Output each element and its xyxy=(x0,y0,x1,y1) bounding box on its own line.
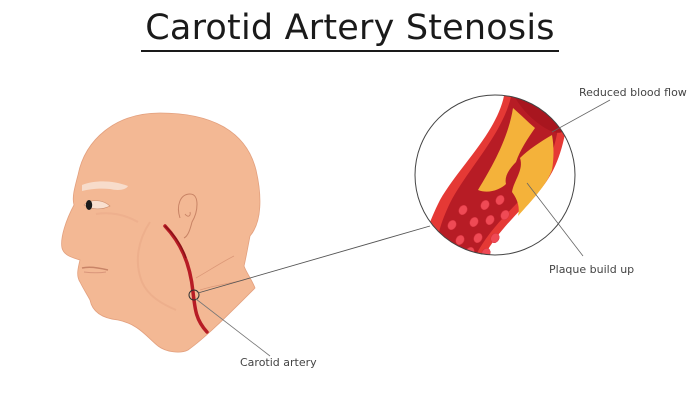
artery-location-marker xyxy=(188,289,200,301)
plaque-leader xyxy=(526,182,584,257)
diagram-title-text: Carotid Artery Stenosis xyxy=(141,8,559,52)
eye-icon xyxy=(85,200,93,210)
zoom-circle xyxy=(414,94,576,256)
label-plaque-build-up: Plaque build up xyxy=(549,263,635,276)
reduced-blood-flow-leader xyxy=(551,99,611,133)
carotid-artery-leader-line xyxy=(195,298,271,357)
diagram-title: Carotid Artery Stenosis xyxy=(0,8,700,52)
artery-cross-section xyxy=(423,95,570,255)
head-profile xyxy=(61,112,261,353)
label-reduced-blood-flow: Reduced blood flow xyxy=(579,86,687,99)
blood-cells xyxy=(447,194,510,255)
carotid-artery-vessel xyxy=(163,224,209,334)
label-carotid-artery: Carotid artery xyxy=(240,356,317,369)
zoom-leader-line xyxy=(197,225,431,294)
